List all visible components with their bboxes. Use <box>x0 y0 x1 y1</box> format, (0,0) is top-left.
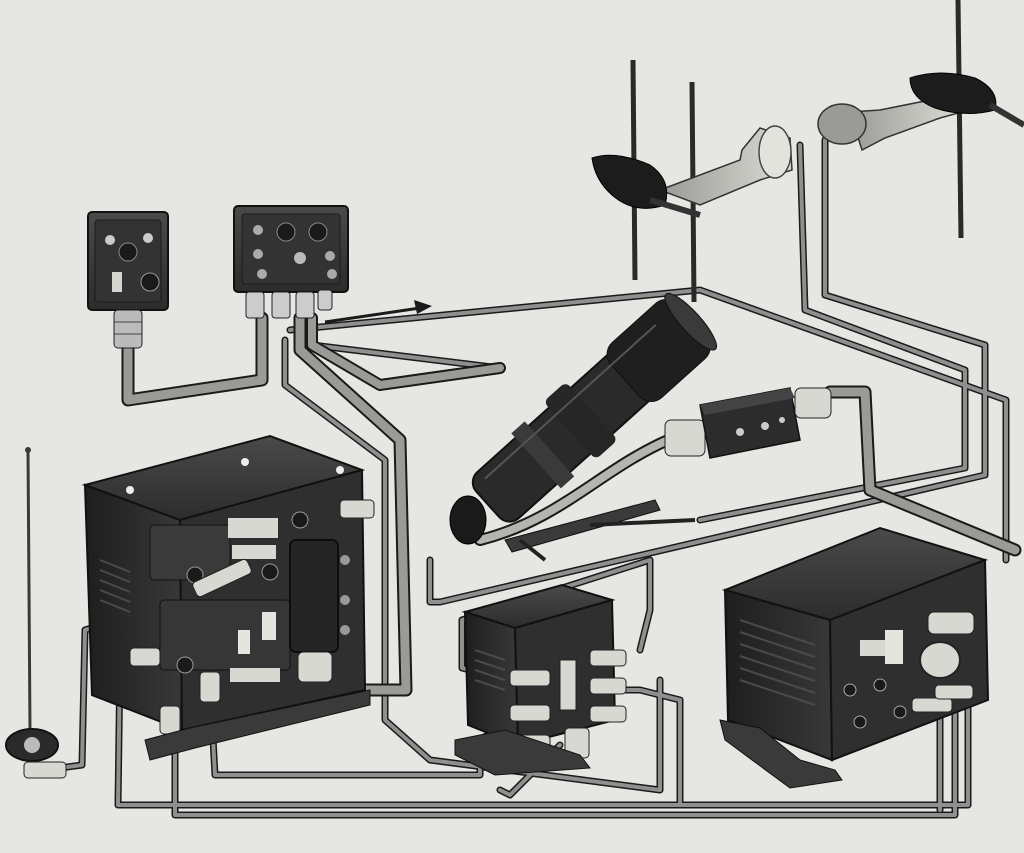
control-box-small <box>87 211 169 349</box>
transmitter-receiver-unit <box>81 434 375 761</box>
arrow-right-icon <box>324 300 432 324</box>
horn-antenna-right <box>817 0 1024 239</box>
junction-box <box>454 583 627 776</box>
power-supply-unit <box>719 526 990 789</box>
inline-connector-box <box>664 387 832 459</box>
control-box-large <box>233 205 349 319</box>
whip-antenna <box>5 447 67 779</box>
telescope-sight <box>449 292 718 562</box>
horn-antenna-left <box>591 59 793 303</box>
